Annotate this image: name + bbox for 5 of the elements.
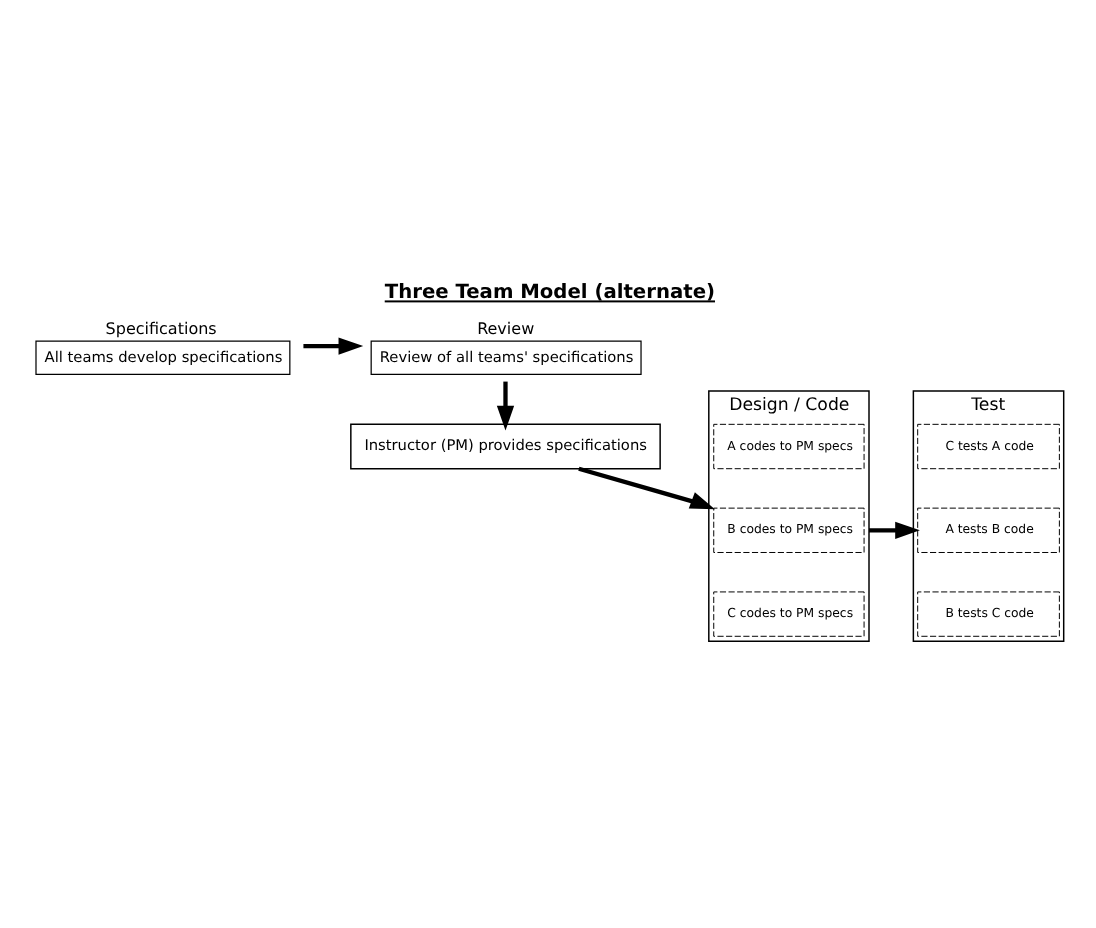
arrow [496, 380, 515, 430]
arrow [578, 465, 715, 509]
arrow [303, 336, 364, 354]
diagram-title: Three Team Model (alternate) [384, 281, 716, 304]
arrow [869, 520, 920, 538]
